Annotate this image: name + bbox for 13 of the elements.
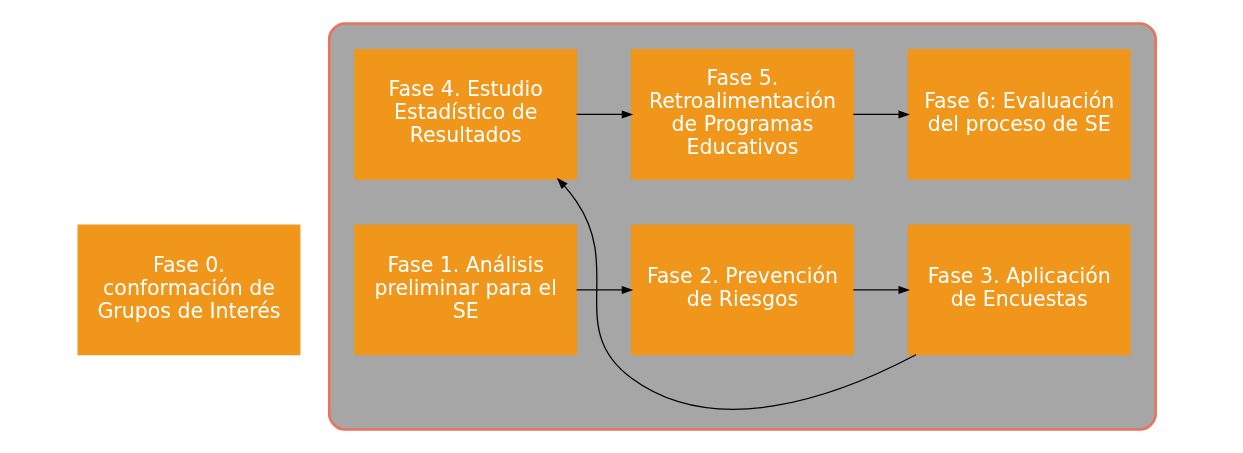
node-box: Fase 3. Aplicación de Encuestas [907, 224, 1131, 356]
node-box: Fase 4. Estudio Estadístico de Resultados [353, 49, 577, 180]
arrow [575, 110, 633, 119]
arrow [852, 110, 910, 119]
node-box: Fase 5. Retroalimentación de Programas Educativos [630, 49, 854, 180]
node-box: Fase 1. Análisis preliminar para el SE [353, 224, 577, 356]
arrow [556, 177, 917, 410]
cluster [327, 22, 1157, 431]
node-box: Fase 2. Prevención de Riesgos [630, 224, 854, 356]
node-box: Fase 0. conformación de Grupos de Interés [77, 224, 300, 356]
arrow [575, 285, 633, 294]
arrow [852, 285, 910, 294]
node-box: Fase 6: Evaluación del proceso de SE [907, 49, 1131, 180]
